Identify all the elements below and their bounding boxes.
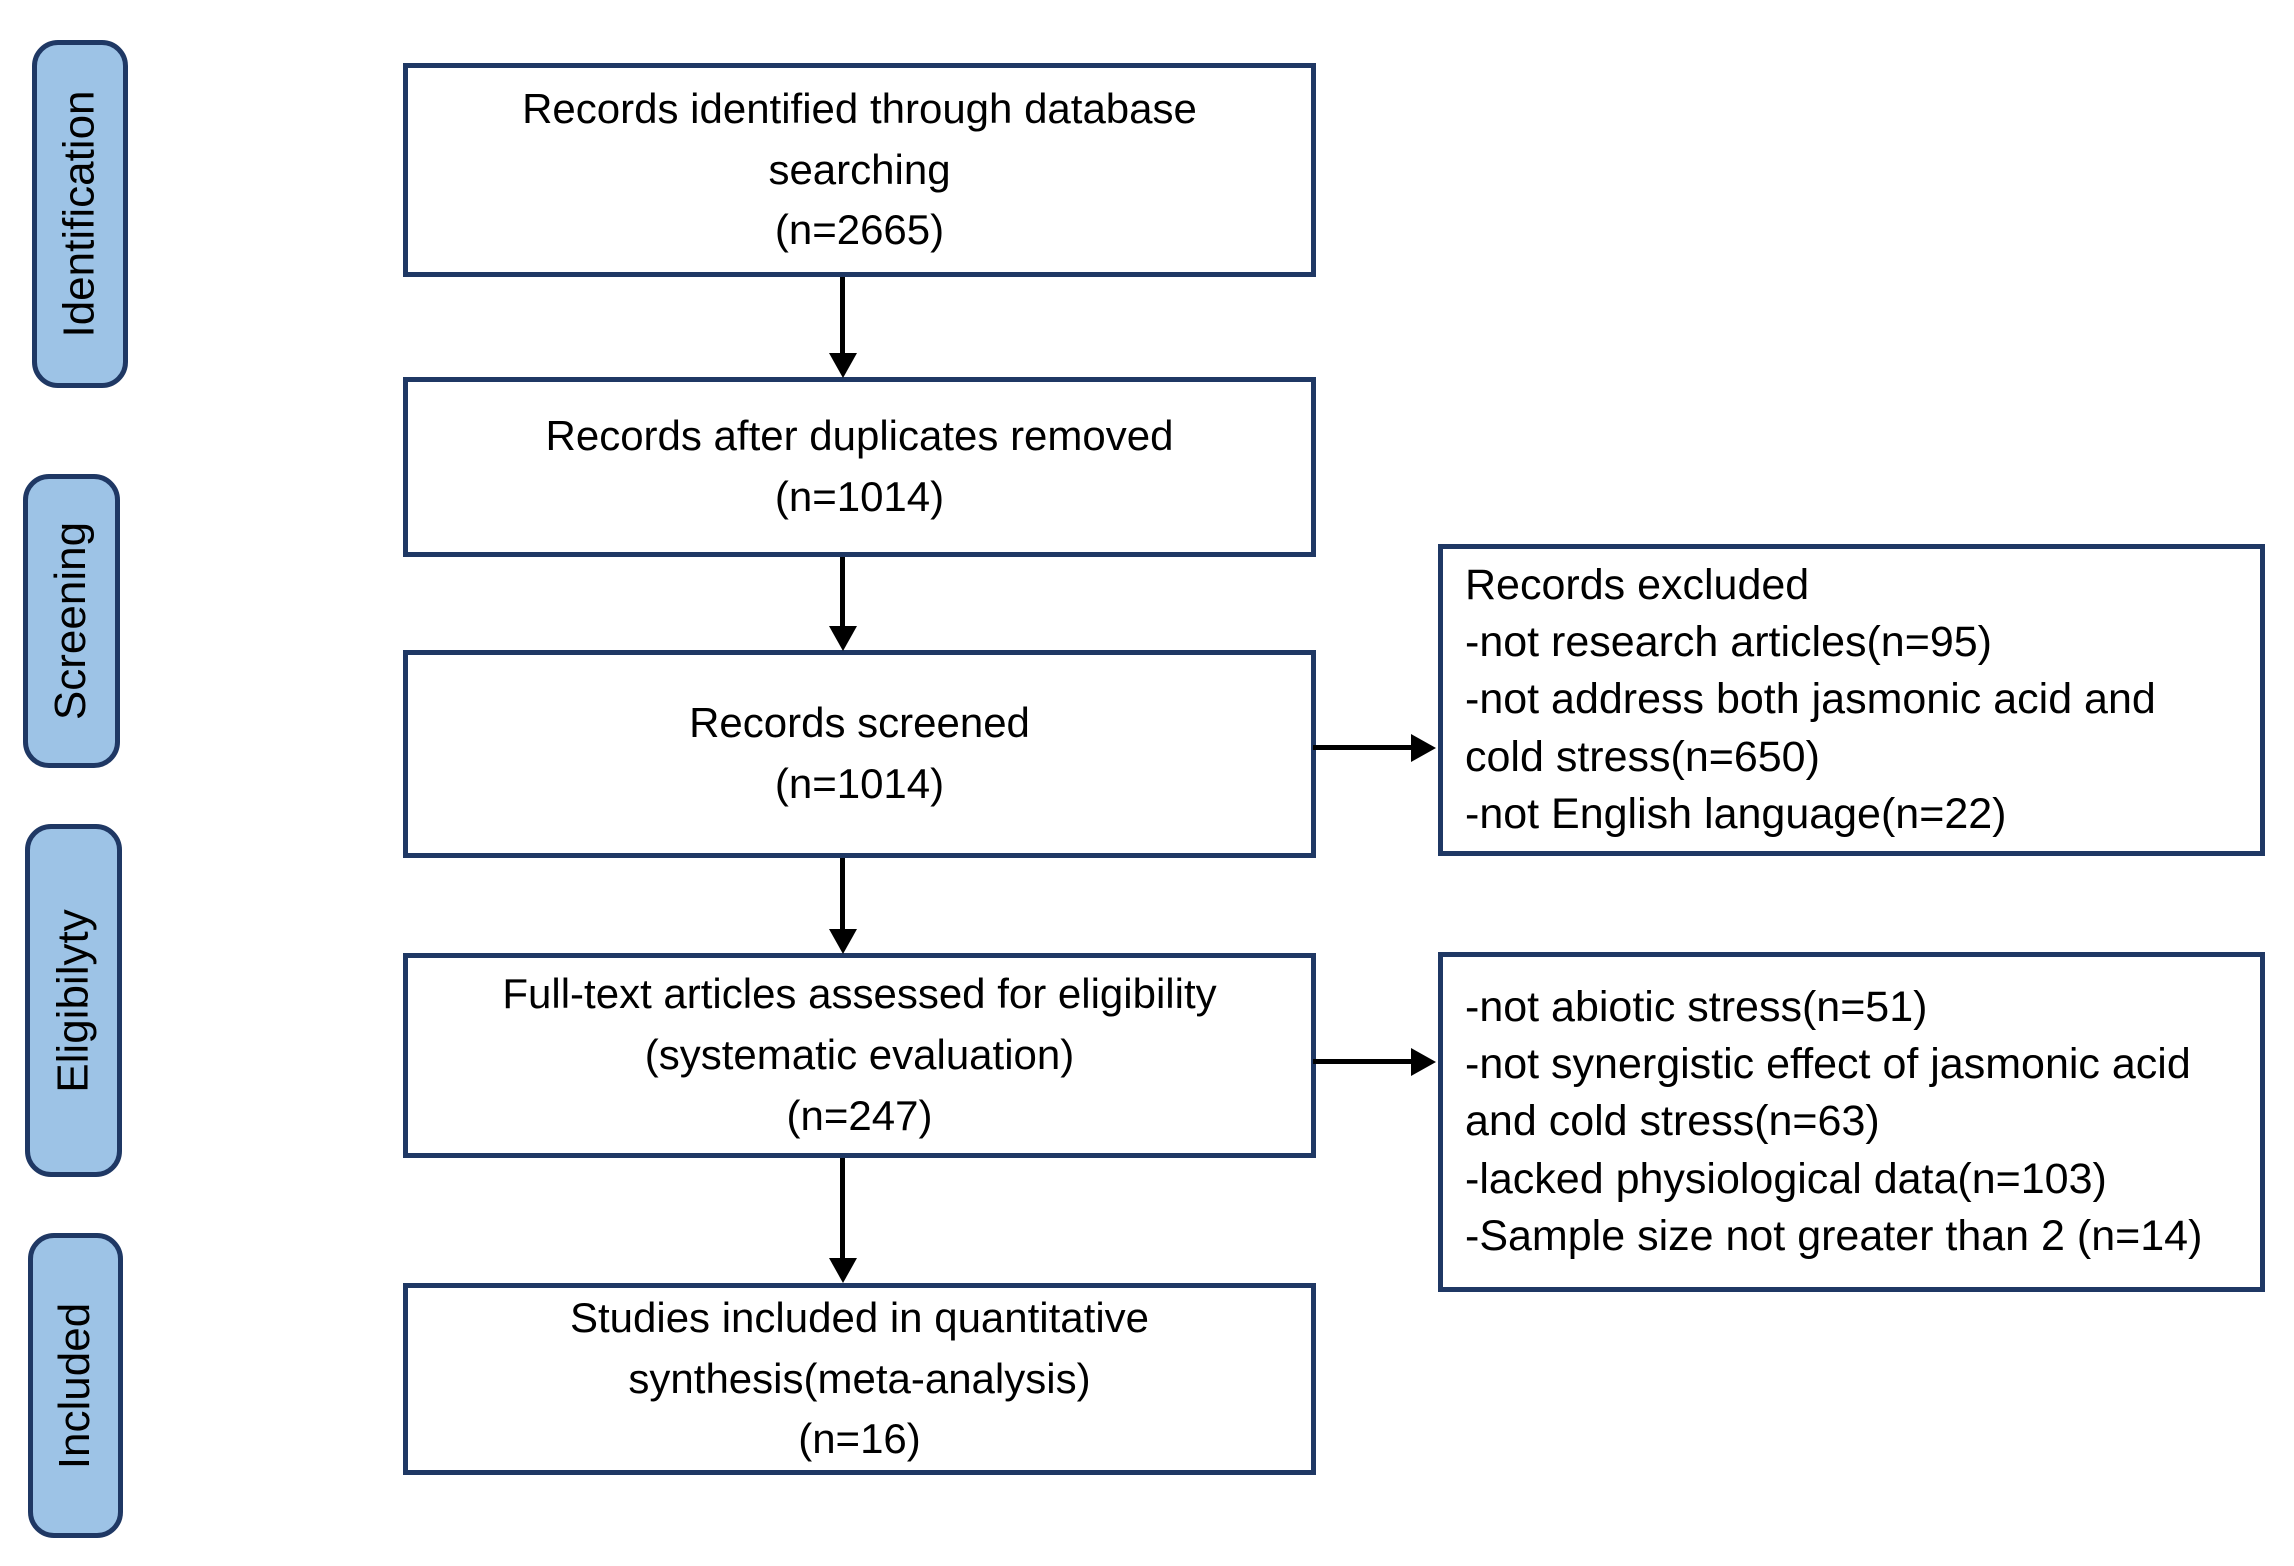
exclusion-box-records-excluded: Records excluded -not research articles(…	[1438, 544, 2265, 856]
flow-box-line: Records screened	[689, 699, 1030, 747]
exclusion-line: -Sample size not greater than 2 (n=14)	[1465, 1211, 2203, 1260]
flow-box-line: Studies included in quantitative	[569, 1293, 1150, 1341]
exclusion-line: -not English language(n=22)	[1465, 789, 2007, 838]
stage-label-text: Screening	[46, 521, 96, 721]
flow-box-line: (n=1014)	[774, 473, 945, 520]
exclusion-line: Records excluded	[1465, 561, 1810, 610]
exclusion-line: cold stress(n=650)	[1465, 732, 1820, 781]
flow-box-line: (systematic evaluation)	[644, 1031, 1075, 1079]
flow-box-line: Records after duplicates removed	[545, 412, 1174, 460]
stage-label-text: Included	[50, 1302, 100, 1469]
exclusion-line: -not address both jasmonic acid and	[1465, 675, 2156, 724]
exclusion-box-fulltext-excluded: -not abiotic stress(n=51) -not synergist…	[1438, 952, 2265, 1292]
flow-box-records-identified: Records identified through database sear…	[403, 63, 1316, 277]
flow-box-line: Records identified through database	[522, 84, 1197, 132]
flow-box-duplicates-removed: Records after duplicates removed (n=1014…	[403, 377, 1316, 557]
stage-label-screening: Screening	[23, 474, 120, 768]
exclusion-line: and cold stress(n=63)	[1465, 1097, 1880, 1146]
stage-label-identification: Identification	[32, 40, 128, 388]
exclusion-line: -not abiotic stress(n=51)	[1465, 983, 1928, 1032]
flow-box-studies-included: Studies included in quantitative synthes…	[403, 1283, 1316, 1475]
flow-box-line: (n=1014)	[774, 760, 945, 807]
exclusion-line: -lacked physiological data(n=103)	[1465, 1154, 2107, 1203]
flow-box-records-screened: Records screened (n=1014)	[403, 650, 1316, 858]
exclusion-line: -not synergistic effect of jasmonic acid	[1465, 1040, 2191, 1089]
flow-box-line: (n=16)	[798, 1415, 921, 1463]
flow-box-line: (n=247)	[786, 1091, 933, 1139]
flow-box-line: searching	[768, 145, 951, 193]
flow-box-fulltext-assessed: Full-text articles assessed for eligibil…	[403, 953, 1316, 1158]
exclusion-line: -not research articles(n=95)	[1465, 618, 1992, 667]
flow-box-line: synthesis(meta-analysis)	[628, 1354, 1091, 1402]
flow-box-line: Full-text articles assessed for eligibil…	[502, 970, 1217, 1018]
stage-label-eligibility: Eligibilyty	[25, 824, 122, 1177]
stage-label-text: Eligibilyty	[48, 908, 98, 1093]
stage-label-text: Identification	[55, 90, 104, 338]
stage-label-included: Included	[28, 1233, 123, 1538]
flow-box-line: (n=2665)	[774, 206, 945, 254]
